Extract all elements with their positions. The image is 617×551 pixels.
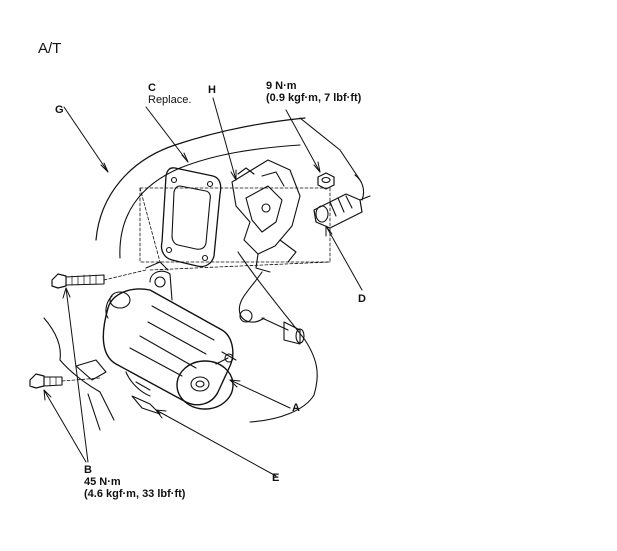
left-harness [43,317,115,431]
callout-c-note: Replace. [148,94,192,106]
callout-g-letter: G [55,104,64,116]
callout-b-torque-alt: (4.6 kgf·m, 33 lbf·ft) [84,488,186,500]
gasket-icon [160,167,222,268]
leader-lines [43,97,363,477]
callout-d-letter: D [358,293,366,305]
starter-motor-icon [102,261,237,415]
wire-harness [238,271,305,345]
callout-h-letter: H [208,84,216,96]
page-heading: A/T [38,40,62,57]
transmission-case-icon [95,117,365,423]
callout-b-letter: B [84,464,92,476]
connector-icon [313,193,371,229]
nut-torque-alt: (0.9 kgf·m, 7 lbf·ft) [266,92,362,104]
callout-c-letter: C [148,82,156,94]
callout-b-torque-nm: 45 N·m [84,476,121,488]
nut-torque-nm: 9 N·m [266,80,297,92]
nut-icon [317,172,335,190]
harness-bracket-icon [231,159,301,273]
projection-lines [61,269,147,382]
callout-e-letter: E [272,472,280,484]
alignment-guide [139,187,331,271]
callout-a-letter: A [292,402,300,414]
